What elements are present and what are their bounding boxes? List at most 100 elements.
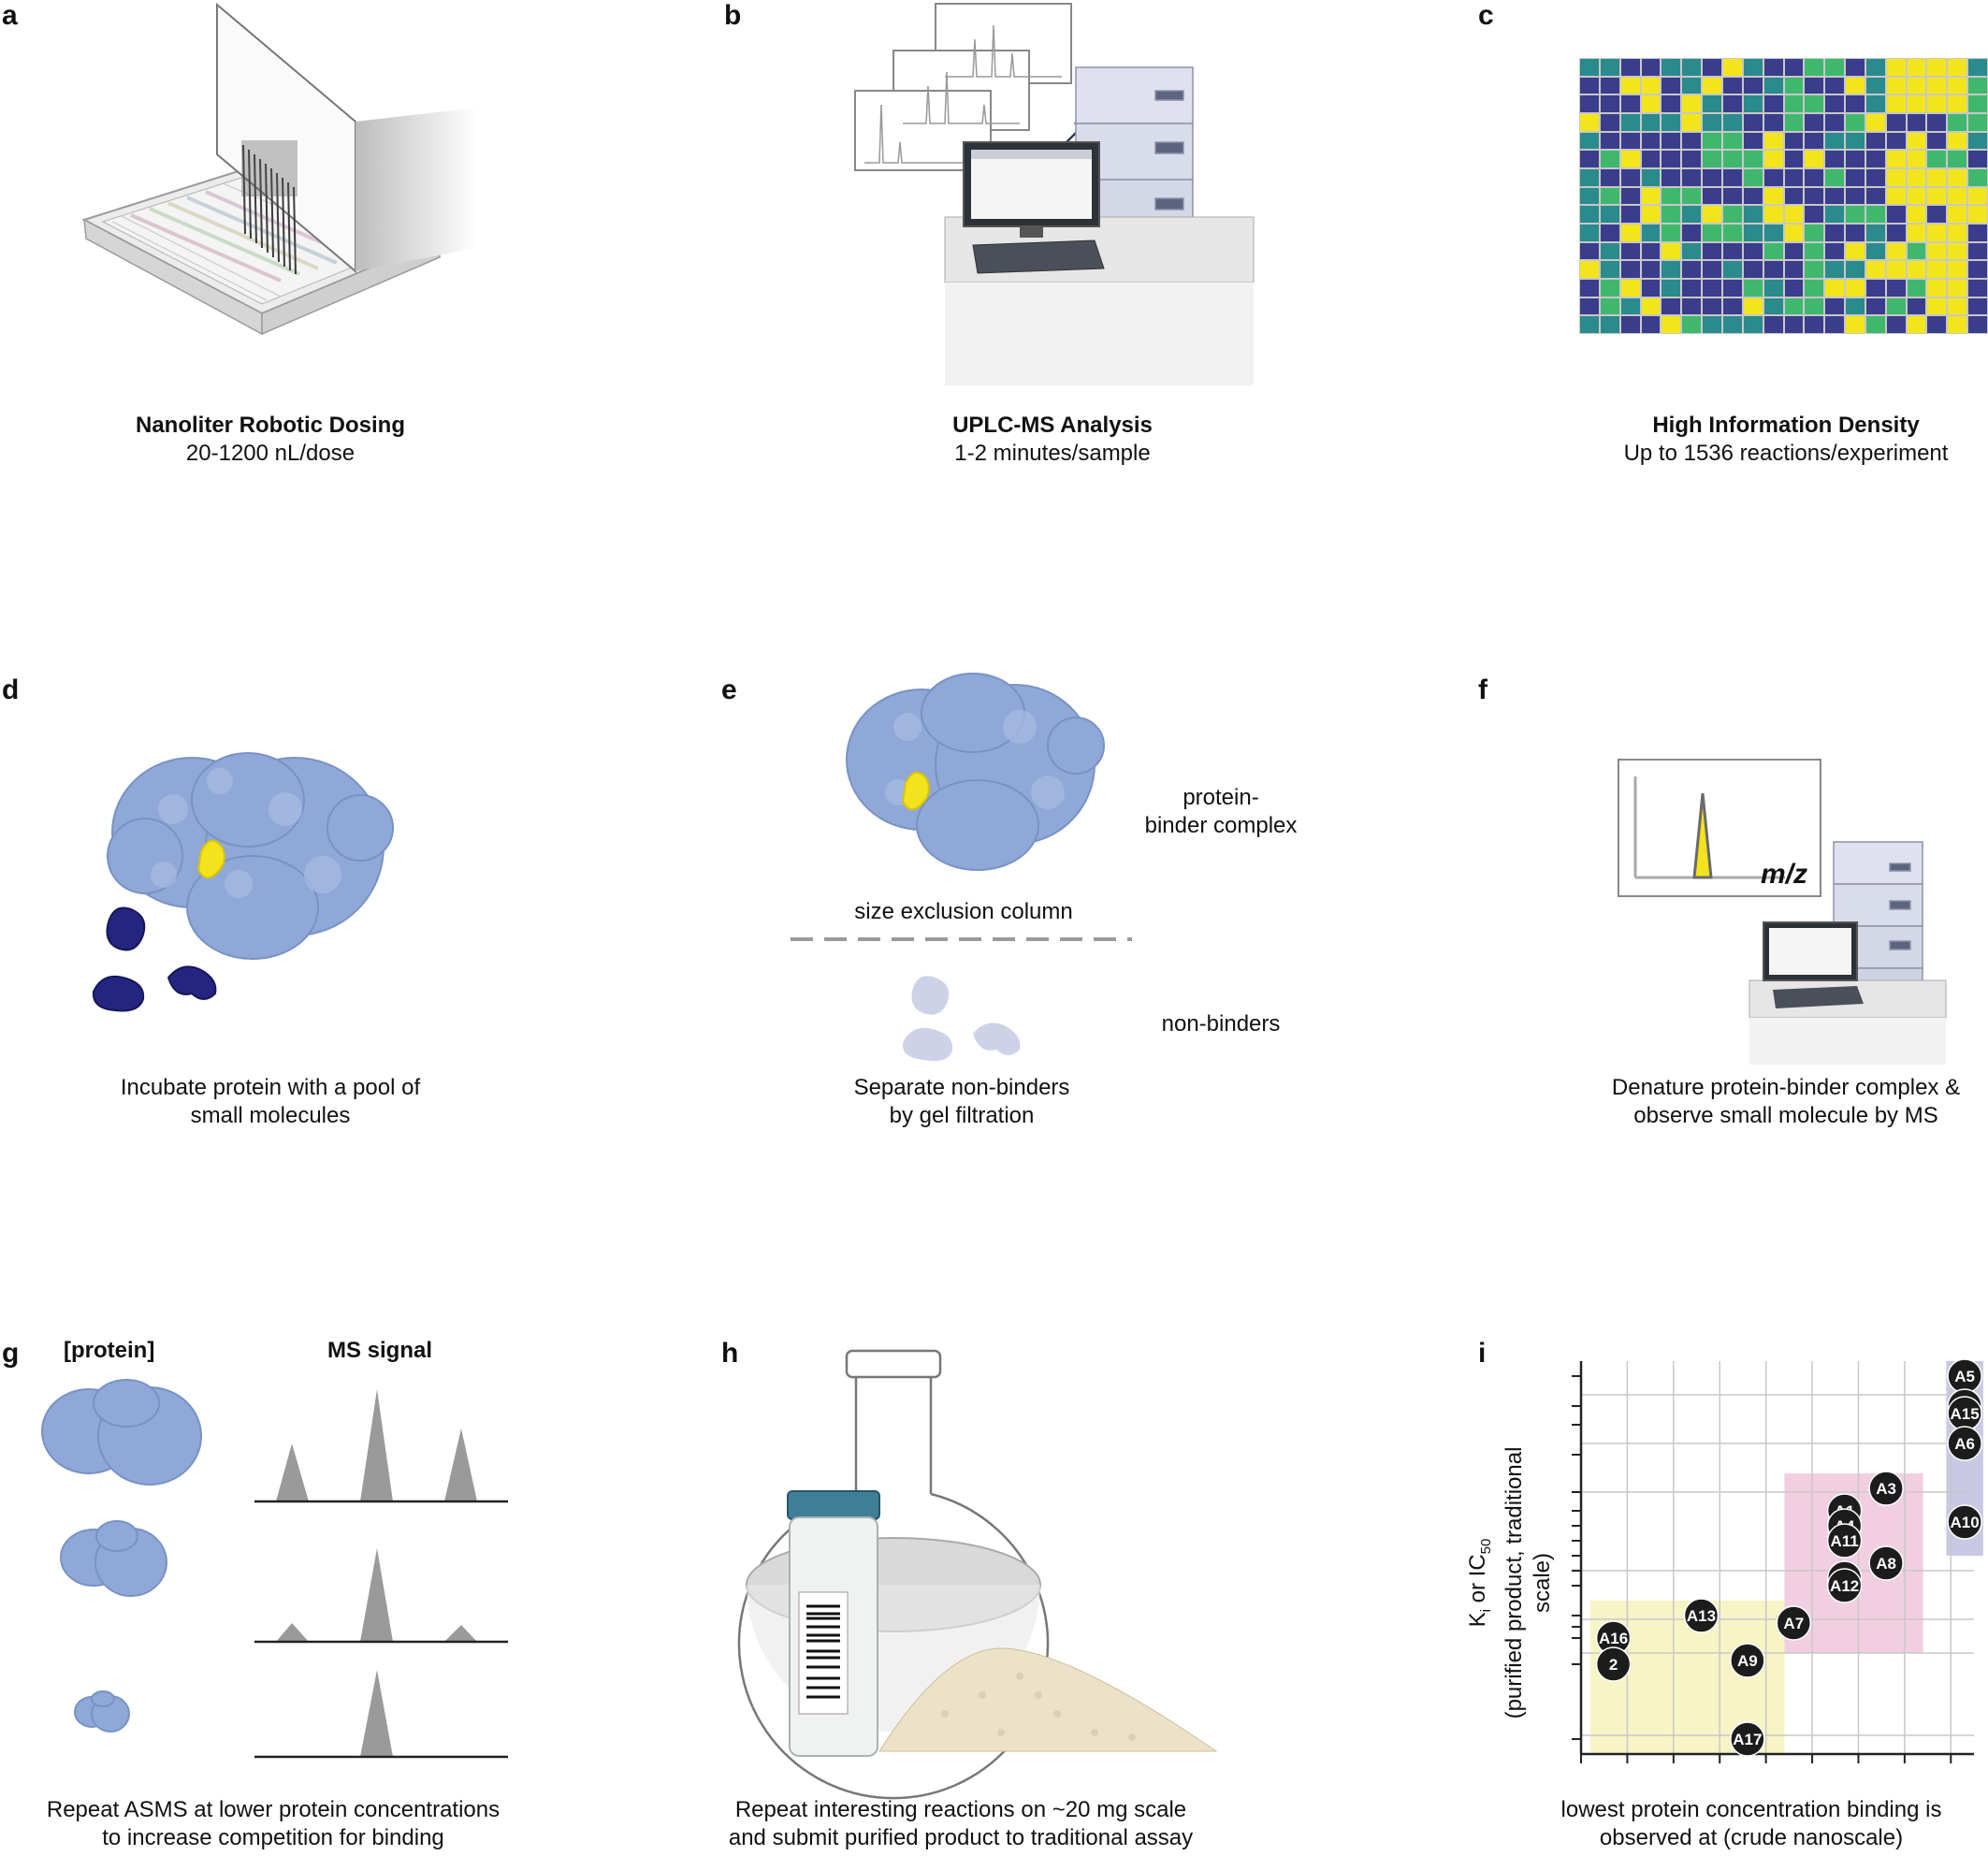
heatmap-cell <box>1865 260 1886 279</box>
heatmap-cell <box>1967 186 1988 206</box>
heatmap-cell <box>1579 315 1600 334</box>
heatmap-cell <box>1824 94 1846 113</box>
heatmap-cell <box>1804 260 1825 279</box>
heatmap-cell <box>1926 205 1948 224</box>
heatmap-cell <box>1906 278 1927 297</box>
heatmap-cell <box>1661 112 1682 132</box>
heatmap-cell <box>1783 76 1805 95</box>
heatmap-cell <box>1661 76 1682 95</box>
heatmap-cell <box>1885 278 1907 297</box>
heatmap-cell <box>1885 241 1907 261</box>
heatmap-cell <box>1702 76 1722 95</box>
heatmap-cell <box>1721 58 1743 77</box>
y-axis-label: Ki or IC50 (purified product, traditiona… <box>1464 1424 1557 1742</box>
heatmap-cell <box>1742 112 1763 132</box>
caption-f: Denature protein-binder complex & observ… <box>1505 1074 1988 1130</box>
heatmap-cell <box>1702 260 1722 279</box>
column-header-ms-signal: MS signal <box>327 1338 433 1363</box>
heatmap-cell <box>1865 315 1886 334</box>
heatmap-cell <box>1742 223 1763 242</box>
heatmap-cell <box>1721 150 1743 168</box>
heatmap-cell <box>1804 131 1825 151</box>
heatmap-cell <box>1783 94 1805 113</box>
heatmap-cell <box>1824 205 1846 224</box>
heatmap-cell <box>1742 297 1763 316</box>
heatmap-cell <box>1947 241 1968 261</box>
heatmap-cell <box>1783 205 1805 224</box>
heatmap-cell <box>1619 76 1641 95</box>
heatmap-cell <box>1763 297 1784 316</box>
heatmap-cell <box>1865 112 1886 132</box>
heatmap-cell <box>1702 150 1722 168</box>
heatmap-cell <box>1619 167 1641 187</box>
heatmap-cell <box>1885 223 1907 242</box>
heatmap-cell <box>1824 241 1846 261</box>
heatmap-cell <box>1640 150 1662 168</box>
panel-letter-a: a <box>2 0 18 31</box>
heatmap-cell <box>1579 167 1600 187</box>
heatmap-cell <box>1885 112 1907 132</box>
scatter-plot: A53A15A6A10A3A1A4A11A8A2A12A7A13A162A9A1… <box>1572 1358 1983 1763</box>
heatmap-cell <box>1763 241 1784 261</box>
data-label-A3: A3 <box>1876 1480 1896 1498</box>
heatmap-cell <box>1599 315 1620 334</box>
flask-and-vial-illustration <box>737 1349 1218 1800</box>
heatmap-cell <box>1967 315 1988 334</box>
heatmap-cell <box>1947 297 1968 316</box>
heatmap-cell <box>1926 76 1948 95</box>
heatmap-cell <box>1885 260 1907 279</box>
heatmap-cell <box>1661 150 1682 168</box>
heatmap-cell <box>1967 131 1988 151</box>
heatmap-cell <box>1619 241 1641 261</box>
heatmap-cell <box>1681 223 1703 242</box>
heatmap-cell <box>1619 260 1641 279</box>
data-label-A6: A6 <box>1954 1435 1975 1453</box>
heatmap-cell <box>1640 167 1662 187</box>
data-point-A8 <box>1868 1545 1904 1581</box>
heatmap-cell <box>1721 76 1743 95</box>
heatmap-cell <box>1783 167 1805 187</box>
y-axis-label-ic: or IC <box>1465 1554 1490 1610</box>
heatmap-cell <box>1947 150 1968 168</box>
heatmap-cell <box>1885 297 1907 316</box>
heatmap-cell <box>1783 297 1805 316</box>
heatmap-cell <box>1599 223 1620 242</box>
heatmap-cell <box>1967 150 1988 168</box>
heatmap-cell <box>1721 297 1743 316</box>
heatmap-cell <box>1702 131 1722 151</box>
heatmap-cell <box>1702 297 1722 316</box>
data-label-A10: A10 <box>1951 1514 1980 1531</box>
caption-g: Repeat ASMS at lower protein concentrati… <box>0 1796 554 1852</box>
heatmap-cell <box>1742 278 1763 297</box>
heatmap-grid <box>1579 58 1988 334</box>
y-axis-label-sub-50: 50 <box>1477 1538 1494 1555</box>
label-non-binders: non-binders <box>1161 1011 1281 1037</box>
heatmap-cell <box>1721 260 1743 279</box>
heatmap-cell <box>1681 278 1703 297</box>
heatmap-cell <box>1824 223 1846 242</box>
heatmap-cell <box>1865 241 1886 261</box>
heatmap-cell <box>1763 150 1784 168</box>
heatmap-cell <box>1742 167 1763 187</box>
heatmap-cell <box>1763 167 1784 187</box>
caption-i: lowest protein concentration binding is … <box>1517 1796 1985 1852</box>
heatmap-cell <box>1947 278 1968 297</box>
heatmap-cell <box>1640 58 1662 77</box>
label-complex-line2: binder complex <box>1144 813 1298 838</box>
heatmap-cell <box>1579 150 1600 168</box>
heatmap-cell <box>1885 186 1907 206</box>
heatmap-cell <box>1599 94 1620 113</box>
heatmap-cell <box>1579 278 1600 297</box>
heatmap-cell <box>1681 76 1703 95</box>
heatmap-cell <box>1579 223 1600 242</box>
heatmap-cell <box>1599 112 1620 132</box>
heatmap-cell <box>1619 58 1641 77</box>
caption-b: UPLC-MS Analysis 1-2 minutes/sample <box>772 412 1333 468</box>
heatmap-cell <box>1926 223 1948 242</box>
heatmap-cell <box>1661 297 1682 316</box>
heatmap-cell <box>1702 278 1722 297</box>
data-label-A8: A8 <box>1876 1555 1896 1573</box>
heatmap-cell <box>1619 131 1641 151</box>
heatmap-cell <box>1906 58 1927 77</box>
heatmap-cell <box>1721 186 1743 206</box>
